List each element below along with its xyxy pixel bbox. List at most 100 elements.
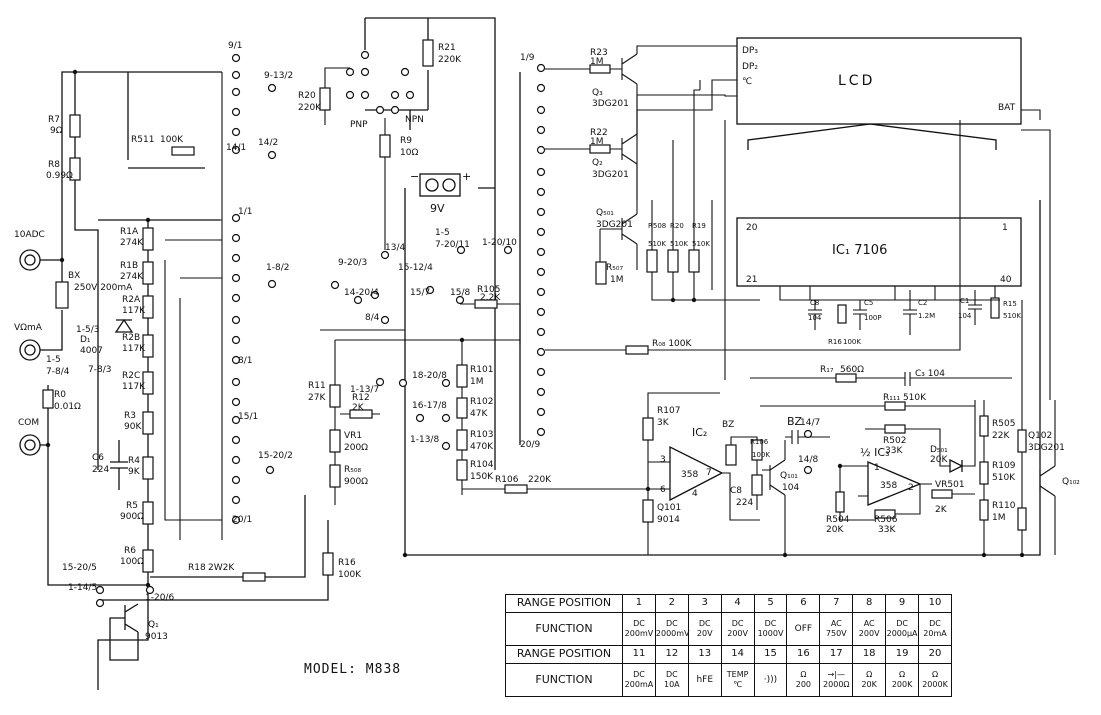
svg-text:510K: 510K bbox=[1003, 312, 1021, 320]
svg-text:R106: R106 bbox=[495, 475, 519, 485]
svg-text:14/8: 14/8 bbox=[798, 455, 818, 465]
table-row: RANGE POSITION 1 2 3 4 5 6 7 8 9 10 bbox=[505, 594, 952, 613]
ic1-pin-21: 21 bbox=[746, 275, 757, 285]
svg-text:9-20/3: 9-20/3 bbox=[338, 258, 367, 268]
svg-text:20K: 20K bbox=[930, 455, 948, 465]
svg-text:7-8/3: 7-8/3 bbox=[88, 365, 111, 375]
svg-text:22K: 22K bbox=[992, 431, 1010, 441]
svg-text:R7: R7 bbox=[48, 115, 60, 125]
svg-text:C6: C6 bbox=[92, 453, 104, 463]
position-cell: 5 bbox=[753, 594, 788, 613]
svg-text:D₅₀₁: D₅₀₁ bbox=[930, 445, 948, 455]
svg-text:R502: R502 bbox=[883, 436, 906, 446]
svg-text:560Ω: 560Ω bbox=[840, 365, 864, 375]
r110 bbox=[1017, 507, 1027, 531]
r103: R107 3K bbox=[642, 406, 680, 441]
svg-text:PNP: PNP bbox=[350, 120, 368, 130]
lcd-label: LCD bbox=[838, 73, 875, 89]
range-position-header: RANGE POSITION bbox=[505, 645, 623, 664]
svg-text:COM: COM bbox=[18, 418, 39, 428]
function-cell: hFE bbox=[687, 662, 722, 698]
svg-text:15-12/4: 15-12/4 bbox=[398, 263, 433, 273]
svg-text:R15: R15 bbox=[1003, 300, 1017, 308]
svg-text:9K: 9K bbox=[128, 467, 141, 477]
svg-text:1M: 1M bbox=[992, 513, 1006, 523]
svg-text:R2C: R2C bbox=[122, 371, 140, 381]
svg-text:14-20/4: 14-20/4 bbox=[344, 288, 379, 298]
svg-text:Q102: Q102 bbox=[1028, 431, 1052, 441]
lcd-pin-celsius: ℃ bbox=[742, 77, 752, 87]
r8: R80.99Ω bbox=[46, 157, 81, 181]
svg-text:2W2K: 2W2K bbox=[208, 563, 235, 573]
range-position-table: RANGE POSITION 1 2 3 4 5 6 7 8 9 10 FUNC… bbox=[505, 594, 952, 698]
svg-text:100P: 100P bbox=[864, 314, 882, 322]
svg-text:R4: R4 bbox=[128, 456, 140, 466]
svg-text:8/1: 8/1 bbox=[238, 356, 252, 366]
lcd-block bbox=[736, 37, 1022, 125]
svg-text:8/4: 8/4 bbox=[365, 313, 380, 323]
svg-text:16-17/8: 16-17/8 bbox=[412, 401, 447, 411]
svg-text:1M: 1M bbox=[610, 275, 624, 285]
svg-text:R₀₈ 100K: R₀₈ 100K bbox=[652, 339, 693, 349]
svg-text:1-5: 1-5 bbox=[46, 355, 61, 365]
svg-text:R1A: R1A bbox=[120, 227, 139, 237]
svg-text:1.2M: 1.2M bbox=[918, 312, 935, 320]
position-cell: 9 bbox=[885, 594, 920, 613]
svg-text:3DG201: 3DG201 bbox=[592, 99, 629, 109]
position-cell: 10 bbox=[918, 594, 952, 613]
svg-text:104: 104 bbox=[958, 312, 972, 320]
svg-text:1/9: 1/9 bbox=[520, 53, 535, 63]
ic1-pin-20: 20 bbox=[746, 223, 758, 233]
position-cell: 15 bbox=[753, 645, 788, 664]
position-cell: 8 bbox=[852, 594, 887, 613]
svg-text:2K: 2K bbox=[352, 403, 365, 413]
svg-text:15/8: 15/8 bbox=[450, 288, 470, 298]
table-row: RANGE POSITION 11 12 13 14 15 16 17 18 1… bbox=[505, 645, 952, 664]
svg-text:R₁₁₁ 510K: R₁₁₁ 510K bbox=[883, 393, 927, 403]
svg-text:1M: 1M bbox=[470, 377, 484, 387]
switch-bank-4: 14/714/8 bbox=[798, 418, 820, 475]
r105: BZ bbox=[722, 420, 737, 466]
svg-text:510K: 510K bbox=[692, 240, 710, 248]
svg-text:3K: 3K bbox=[657, 418, 670, 428]
r15: R15 510K bbox=[990, 297, 1021, 320]
svg-text:R20: R20 bbox=[298, 91, 316, 101]
svg-text:+: + bbox=[462, 170, 471, 183]
svg-text:R23: R23 bbox=[590, 48, 608, 58]
svg-text:1M: 1M bbox=[590, 57, 604, 67]
function-cell: ·))) bbox=[753, 662, 788, 698]
function-header: FUNCTION bbox=[505, 662, 623, 698]
svg-text:9/1: 9/1 bbox=[228, 41, 242, 51]
svg-text:R107: R107 bbox=[657, 406, 680, 416]
switch-bank-2: 13/415-12/4 9-20/314-20/4 8/415/7 1-57-2… bbox=[330, 228, 517, 451]
svg-text:2K: 2K bbox=[935, 505, 948, 515]
position-cell: 7 bbox=[819, 594, 854, 613]
svg-text:−: − bbox=[410, 170, 419, 183]
svg-text:R18: R18 bbox=[188, 563, 206, 573]
